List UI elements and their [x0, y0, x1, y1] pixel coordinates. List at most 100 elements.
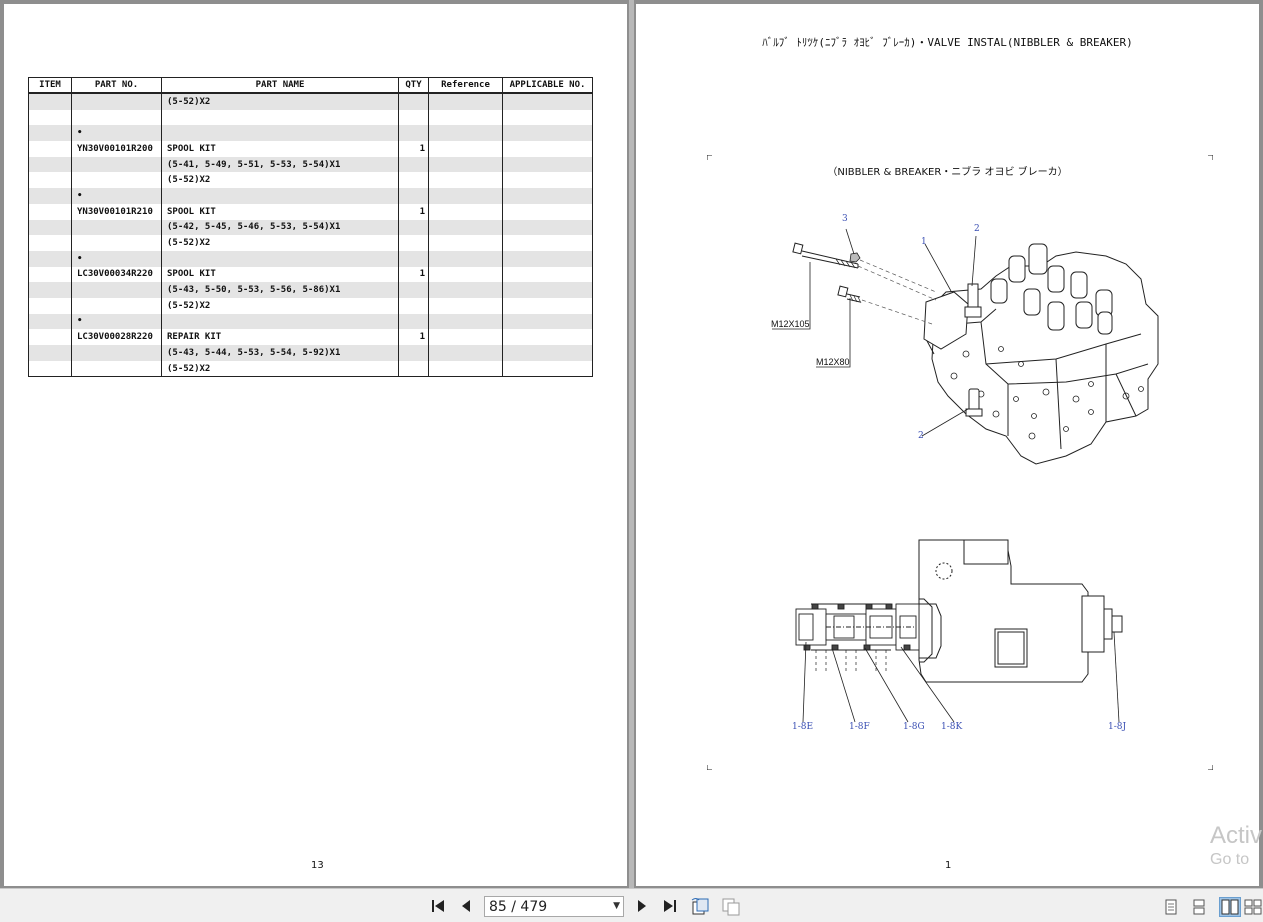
cell-part-name: (5-52)X2 [161, 360, 399, 378]
cell-applicable-no [502, 297, 593, 314]
cell-qty: 1 [398, 329, 429, 345]
left-page-number: 13 [311, 860, 324, 871]
cell-qty [398, 360, 429, 378]
cell-reference [428, 141, 503, 157]
cell-item [28, 235, 72, 251]
cell-item [28, 125, 72, 142]
left-page: ITEM PART NO. PART NAME QTY Reference AP… [4, 4, 627, 886]
cell-applicable-no [502, 141, 593, 157]
cell-item [28, 329, 72, 345]
chevron-down-icon[interactable]: ▼ [613, 901, 620, 911]
cell-part-name [161, 313, 399, 330]
table-row: (5-42, 5-45, 5-46, 5-53, 5-54)X1 [28, 219, 593, 236]
cell-qty [398, 235, 429, 251]
triangle-right-icon [638, 899, 646, 912]
cell-part-no [71, 360, 162, 378]
leader-lines-top [772, 228, 977, 437]
cell-applicable-no [502, 156, 593, 173]
single-page-icon [1165, 899, 1177, 915]
watermark-line-1: Activ [1210, 822, 1263, 849]
spool-dash-lines [815, 650, 887, 672]
triangle-left-icon [462, 899, 470, 912]
cell-reference [428, 109, 503, 126]
previous-page-button[interactable] [456, 889, 476, 922]
page-divider [629, 0, 634, 888]
cell-part-name [161, 250, 399, 267]
cell-part-no: LC30V00028R220 [71, 329, 162, 345]
callout-1-8g: 1-8G [903, 722, 925, 732]
table-row: (5-43, 5-44, 5-53, 5-54, 5-92)X1 [28, 345, 593, 361]
cell-item [28, 313, 72, 330]
leader-lines-bottom [802, 631, 1120, 723]
cell-applicable-no [502, 93, 593, 110]
cell-qty [398, 109, 429, 126]
cell-part-no: • [71, 250, 162, 267]
cell-part-no [71, 93, 162, 110]
rotate-page-button[interactable] [689, 889, 711, 922]
watermark-line-2: Go to [1210, 851, 1250, 868]
cell-qty [398, 250, 429, 267]
cell-qty [398, 188, 429, 204]
cell-part-name: (5-52)X2 [161, 93, 399, 110]
cell-item [28, 360, 72, 378]
cell-item [28, 203, 72, 220]
facing-continuous-view-button[interactable] [1242, 897, 1263, 917]
cell-item [28, 141, 72, 157]
facing-pages-view-button[interactable] [1219, 897, 1241, 917]
cell-part-no: LC30V00034R220 [71, 266, 162, 283]
cell-part-no [71, 282, 162, 298]
table-row: • [28, 250, 593, 267]
table-row: (5-52)X2 [28, 235, 593, 251]
activation-watermark: Activ Go to [1210, 822, 1262, 870]
callout-1-8j: 1-8J [1108, 722, 1126, 732]
cell-part-no: YN30V00101R210 [71, 203, 162, 220]
page-number-selector[interactable]: ▼ [484, 896, 624, 917]
cell-applicable-no [502, 125, 593, 142]
cell-item [28, 297, 72, 314]
cell-item [28, 345, 72, 361]
cell-part-name: REPAIR KIT [161, 329, 399, 345]
cell-applicable-no [502, 313, 593, 330]
header-part-name: PART NAME [161, 77, 399, 94]
cell-qty [398, 313, 429, 330]
cell-reference [428, 93, 503, 110]
table-row [28, 109, 593, 126]
cell-part-name: (5-43, 5-44, 5-53, 5-54, 5-92)X1 [161, 345, 399, 361]
cell-qty [398, 219, 429, 236]
cell-item [28, 282, 72, 298]
compare-pages-button[interactable] [720, 889, 742, 922]
callout-1-8e: 1-8E [792, 722, 813, 732]
page-number-input[interactable] [485, 897, 609, 916]
cell-part-no [71, 172, 162, 189]
label-m12x80: M12X80 [816, 357, 850, 367]
rotate-page-icon [691, 897, 709, 914]
cell-qty: 1 [398, 266, 429, 283]
skip-to-end-icon [664, 899, 676, 912]
continuous-view-button[interactable] [1188, 897, 1210, 917]
navigation-toolbar [0, 888, 1263, 922]
callout-1-8k: 1-8K [941, 722, 962, 732]
table-row: (5-52)X2 [28, 93, 593, 110]
cell-part-name: (5-42, 5-45, 5-46, 5-53, 5-54)X1 [161, 219, 399, 236]
cell-qty [398, 125, 429, 142]
next-page-button[interactable] [632, 889, 652, 922]
cell-part-name [161, 188, 399, 204]
cell-part-no [71, 109, 162, 126]
cell-reference [428, 203, 503, 220]
cell-part-no: YN30V00101R200 [71, 141, 162, 157]
cell-part-no: • [71, 125, 162, 142]
skip-to-start-icon [432, 899, 444, 912]
single-page-view-button[interactable] [1160, 897, 1182, 917]
first-page-button[interactable] [427, 889, 449, 922]
parts-table: ITEM PART NO. PART NAME QTY Reference AP… [28, 77, 593, 378]
cell-part-no: • [71, 188, 162, 204]
table-row: (5-43, 5-50, 5-53, 5-56, 5-86)X1 [28, 282, 593, 298]
cell-applicable-no [502, 250, 593, 267]
cell-part-name: (5-52)X2 [161, 297, 399, 314]
cell-applicable-no [502, 345, 593, 361]
cell-applicable-no [502, 109, 593, 126]
last-page-button[interactable] [659, 889, 681, 922]
